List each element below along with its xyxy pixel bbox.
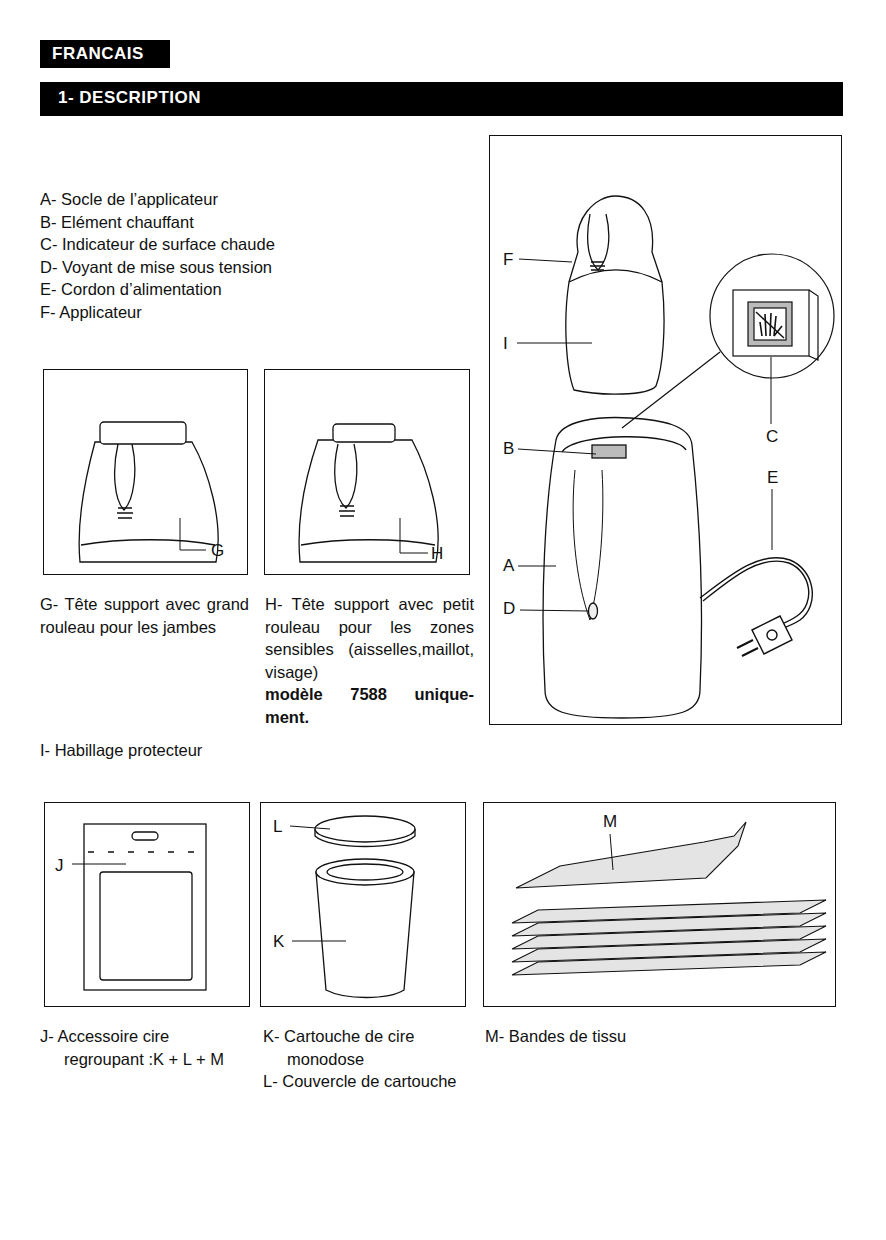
large-roller-head bbox=[79, 422, 218, 562]
part-caption: L- Couvercle de cartouche bbox=[263, 1070, 475, 1093]
leader-line bbox=[517, 343, 592, 344]
head-spring bbox=[339, 506, 355, 516]
head-detail bbox=[335, 444, 357, 508]
hanging-hole bbox=[132, 832, 158, 840]
leader-line bbox=[610, 834, 613, 870]
part-caption: I- Habillage protecteur bbox=[40, 739, 202, 762]
magnified-indicator bbox=[622, 254, 834, 428]
head-spring bbox=[117, 508, 133, 518]
leader-line bbox=[290, 826, 330, 829]
part-list-item: C- Indicateur de surface chaude bbox=[40, 233, 275, 256]
leader-line bbox=[518, 449, 596, 454]
leader-line bbox=[771, 357, 772, 424]
cartridge-top bbox=[316, 859, 414, 885]
callout-letter: F bbox=[503, 250, 513, 270]
callout-letter: J bbox=[55, 856, 64, 876]
plug-pins bbox=[737, 640, 758, 656]
part-caption: H- Tête support avec petit rouleau pour … bbox=[265, 593, 474, 683]
applicator bbox=[566, 196, 664, 394]
callout-letter: L bbox=[273, 817, 282, 837]
figure-panel: G bbox=[43, 369, 248, 575]
language-tab bbox=[40, 40, 170, 68]
figure-panel: M bbox=[483, 802, 836, 1007]
indicator-housing bbox=[733, 290, 809, 356]
leader-line bbox=[518, 566, 556, 567]
packet-seal bbox=[88, 851, 202, 852]
hand-icon-slash bbox=[756, 312, 784, 338]
leader-line bbox=[519, 259, 572, 262]
cord bbox=[703, 561, 809, 637]
base-detail bbox=[573, 470, 603, 620]
part-caption: G- Tête support avec grand rouleau pour … bbox=[40, 593, 249, 638]
housing-side bbox=[809, 290, 818, 360]
indicator-surface bbox=[748, 302, 792, 346]
protective-cover-edge bbox=[569, 270, 662, 282]
magnifier-circle bbox=[710, 254, 834, 378]
leader-line bbox=[400, 518, 428, 553]
part-list-item: F- Applicateur bbox=[40, 301, 142, 324]
fabric-strip bbox=[516, 822, 746, 888]
part-list-item: E- Cordon d’alimentation bbox=[40, 278, 222, 301]
leader-line bbox=[292, 941, 346, 942]
cartridge-opening bbox=[327, 864, 403, 880]
part-list-item: D- Voyant de mise sous tension bbox=[40, 256, 272, 279]
packet bbox=[84, 824, 206, 990]
magnifier-line bbox=[622, 352, 720, 428]
fabric-strip bbox=[512, 900, 826, 923]
callout-letter: B bbox=[503, 439, 514, 459]
callout-letter: D bbox=[503, 599, 515, 619]
base-body bbox=[543, 418, 702, 718]
part-list-item: A- Socle de l’applicateur bbox=[40, 188, 218, 211]
head-detail bbox=[115, 444, 135, 510]
section-title: 1- DESCRIPTION bbox=[58, 87, 201, 109]
model-note: modèle 7588 unique- ment. bbox=[265, 683, 474, 728]
fabric-strips bbox=[512, 822, 826, 975]
large-roller bbox=[100, 422, 186, 444]
callout-letter: K bbox=[273, 932, 284, 952]
head-edge bbox=[301, 540, 435, 545]
callout-letter: H bbox=[431, 544, 443, 564]
leader-line bbox=[520, 610, 588, 611]
callout-letter: M bbox=[603, 812, 617, 832]
small-roller bbox=[333, 424, 395, 442]
applicator-body bbox=[566, 196, 664, 394]
part-caption: M- Bandes de tissu bbox=[485, 1025, 626, 1048]
wax-packet bbox=[84, 824, 206, 990]
leader-line bbox=[772, 489, 773, 550]
callout-letter: A bbox=[503, 556, 514, 576]
part-caption: J- Accessoire cire regroupant :K + L + M bbox=[40, 1025, 252, 1070]
section-bar bbox=[40, 82, 843, 116]
leader-lines bbox=[517, 259, 772, 611]
applicator-spring bbox=[590, 262, 605, 270]
packet-window bbox=[100, 872, 192, 980]
figure-panel: J bbox=[44, 802, 250, 1007]
figure-panel: LK bbox=[260, 802, 466, 1007]
language-tab-text: FRANCAIS bbox=[52, 43, 144, 65]
part-caption: K- Cartouche de cire monodose bbox=[263, 1025, 475, 1070]
power-cord bbox=[700, 558, 812, 656]
power-light bbox=[589, 603, 598, 619]
applicator-base bbox=[543, 418, 702, 718]
callout-letter: I bbox=[503, 334, 508, 354]
head-body bbox=[299, 440, 438, 562]
callout-letter: E bbox=[767, 468, 778, 488]
figure-panel: H bbox=[264, 369, 470, 575]
plug-detail bbox=[767, 630, 777, 640]
head-body bbox=[79, 442, 218, 562]
wax-cartridge bbox=[315, 816, 415, 998]
leader-line bbox=[180, 518, 206, 550]
callout-letter: G bbox=[211, 541, 224, 561]
callout-letter: C bbox=[766, 427, 778, 447]
small-roller-head bbox=[299, 424, 438, 562]
cartridge-body bbox=[316, 872, 414, 998]
heating-element bbox=[592, 445, 626, 458]
applicator-window bbox=[588, 214, 609, 270]
leader-line bbox=[72, 864, 126, 865]
head-edge bbox=[81, 540, 215, 545]
indicator-window bbox=[754, 308, 786, 340]
figure-panel: F I B C E A D bbox=[489, 135, 842, 725]
part-list-item: B- Elément chauffant bbox=[40, 211, 194, 234]
